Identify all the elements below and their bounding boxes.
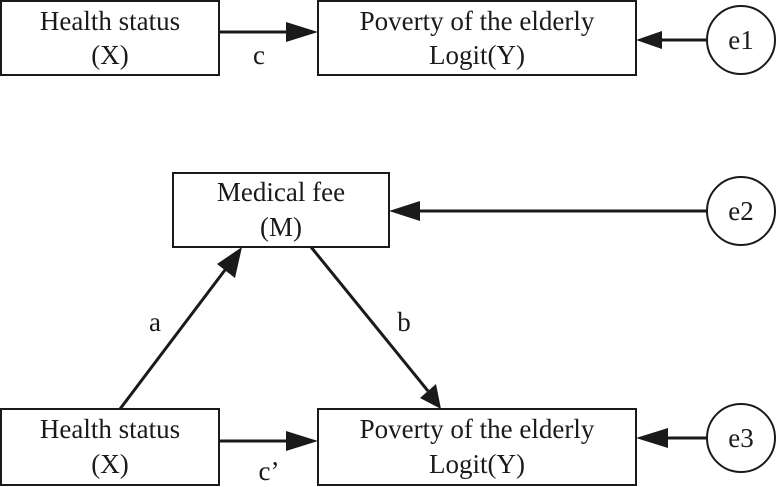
bottom-x-line2: (X)	[91, 449, 128, 479]
bottom-path-b-label: b	[397, 307, 411, 337]
bottom-path-c-prime-label: c’	[259, 456, 280, 486]
bottom-y-line1: Poverty of the elderly	[360, 414, 595, 444]
top-e1-arrowhead	[636, 31, 662, 49]
bottom-path-c-prime-arrowhead	[286, 431, 318, 451]
bottom-path-a-line	[118, 265, 230, 410]
top-y-box	[317, 0, 637, 76]
bottom-x-line1: Health status	[40, 414, 180, 444]
bottom-m-line1: Medical fee	[217, 177, 345, 207]
bottom-error-e2-label: e2	[728, 196, 753, 226]
bottom-m-line2: (M)	[260, 212, 302, 242]
bottom-path-a-label: a	[149, 307, 161, 337]
top-y-line2: Logit(Y)	[429, 40, 525, 70]
bottom-e2-arrowhead	[389, 201, 420, 221]
top-path-c-label: c	[253, 40, 265, 70]
bottom-path-a-arrowhead	[217, 247, 242, 278]
top-x-line1: Health status	[40, 6, 180, 36]
bottom-y-line2: Logit(Y)	[429, 449, 525, 479]
top-path-c-arrowhead	[286, 22, 318, 42]
bottom-error-e3-label: e3	[728, 423, 753, 453]
bottom-y-box	[317, 408, 637, 486]
top-y-line1: Poverty of the elderly	[360, 6, 595, 36]
bottom-e3-arrowhead	[636, 428, 668, 448]
bottom-m-box	[172, 172, 390, 248]
bottom-path-b-line	[309, 246, 430, 392]
bottom-path-b-arrowhead	[420, 384, 441, 409]
bottom-x-box	[0, 408, 220, 486]
top-error-e1-label: e1	[728, 25, 753, 55]
top-x-line2: (X)	[91, 40, 128, 70]
top-x-box	[0, 0, 220, 76]
